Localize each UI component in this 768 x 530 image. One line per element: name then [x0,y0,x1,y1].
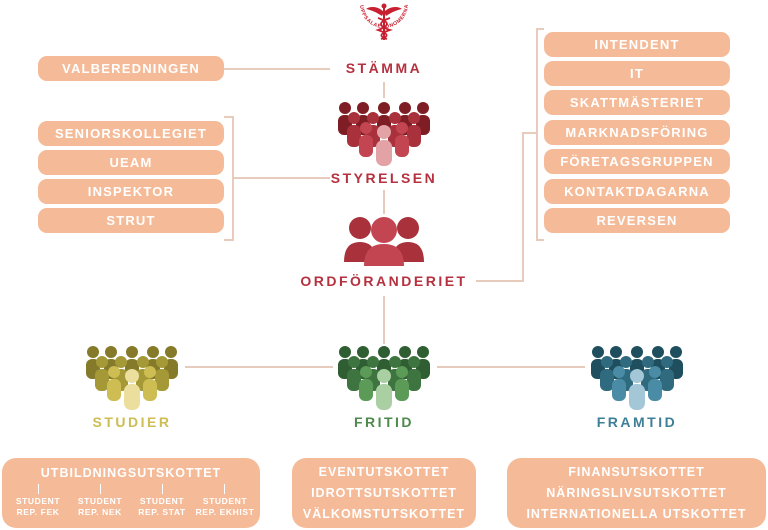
caduceus-icon [366,3,402,40]
connector-valberedning [224,68,330,70]
group-title-fritid[interactable]: FRITID [353,414,415,430]
studier-people-icon [84,344,180,412]
connector-ord-fritid [383,296,385,344]
left-bracket [232,116,234,241]
styrelsen-people-icon [336,100,432,168]
sub-studentrep-2[interactable]: STUDENT REP. STAT [138,496,186,517]
pill-right-5[interactable]: KONTAKTDAGARNA [544,179,730,204]
fritid-item-0[interactable]: EVENTUTSKOTTET [318,465,450,479]
pill-left-0[interactable]: SENIORSKOLLEGIET [38,121,224,146]
node-ordforanderiet[interactable]: ORDFÖRANDERIET [300,273,468,289]
connector-styrelsen-ord [383,190,385,214]
sub-studentrep-3[interactable]: STUDENT REP. EKHIST [195,496,255,517]
box-framtid: FINANSUTSKOTTET NÄRINGSLIVSUTSKOTTET INT… [507,458,766,528]
box-fritid: EVENTUTSKOTTET IDROTTSUTSKOTTET VÄLKOMST… [292,458,476,528]
connector-left-styrelsen [234,177,330,179]
fritid-item-1[interactable]: IDROTTSUTSKOTTET [311,486,457,500]
framtid-item-1[interactable]: NÄRINGSLIVSUTSKOTTET [546,486,727,500]
sub-studentrep-1[interactable]: STUDENT REP. NEK [77,496,123,517]
framtid-item-0[interactable]: FINANSUTSKOTTET [568,465,705,479]
framtid-item-2[interactable]: INTERNATIONELLA UTSKOTTET [526,507,747,521]
group-title-framtid[interactable]: FRAMTID [596,414,678,430]
group-title-studier[interactable]: STUDIER [92,414,172,430]
connector-studier-fritid [185,366,333,368]
box-studier: UTBILDNINGSUTSKOTTET STUDENT REP. FEK ST… [2,458,260,528]
pill-left-1[interactable]: UEAM [38,150,224,175]
svg-text:UPPSALAEKONOMERNA: UPPSALAEKONOMERNA [358,4,410,30]
ordforanderiet-people-icon [340,214,428,266]
connector-right-ord [522,132,524,282]
sub-studentrep-0[interactable]: STUDENT REP. FEK [15,496,61,517]
node-styrelsen[interactable]: STYRELSEN [330,170,438,186]
pill-right-0[interactable]: INTENDENT [544,32,730,57]
logo-ring-text: UPPSALAEKONOMERNA [358,4,410,30]
pill-valberedningen[interactable]: VALBEREDNINGEN [38,56,224,81]
connector-stamma-styrelsen [383,82,385,98]
right-bracket [536,28,538,241]
pill-right-6[interactable]: REVERSEN [544,208,730,233]
logo: UPPSALAEKONOMERNA [354,0,414,52]
pill-right-1[interactable]: IT [544,61,730,86]
pill-right-3[interactable]: MARKNADSFÖRING [544,120,730,145]
pill-right-4[interactable]: FÖRETAGSGRUPPEN [544,149,730,174]
connector-fritid-framtid [437,366,585,368]
pill-left-3[interactable]: STRUT [38,208,224,233]
fritid-item-2[interactable]: VÄLKOMSTUTSKOTTET [302,507,466,521]
pill-right-2[interactable]: SKATTMÄSTERIET [544,90,730,115]
studier-box-title[interactable]: UTBILDNINGSUTSKOTTET [40,466,222,480]
node-stamma[interactable]: STÄMMA [345,60,423,76]
framtid-people-icon [589,344,685,412]
pill-left-2[interactable]: INSPEKTOR [38,179,224,204]
fritid-people-icon [336,344,432,412]
logo-text: UPPSALAEKONOMERNA [358,4,410,30]
